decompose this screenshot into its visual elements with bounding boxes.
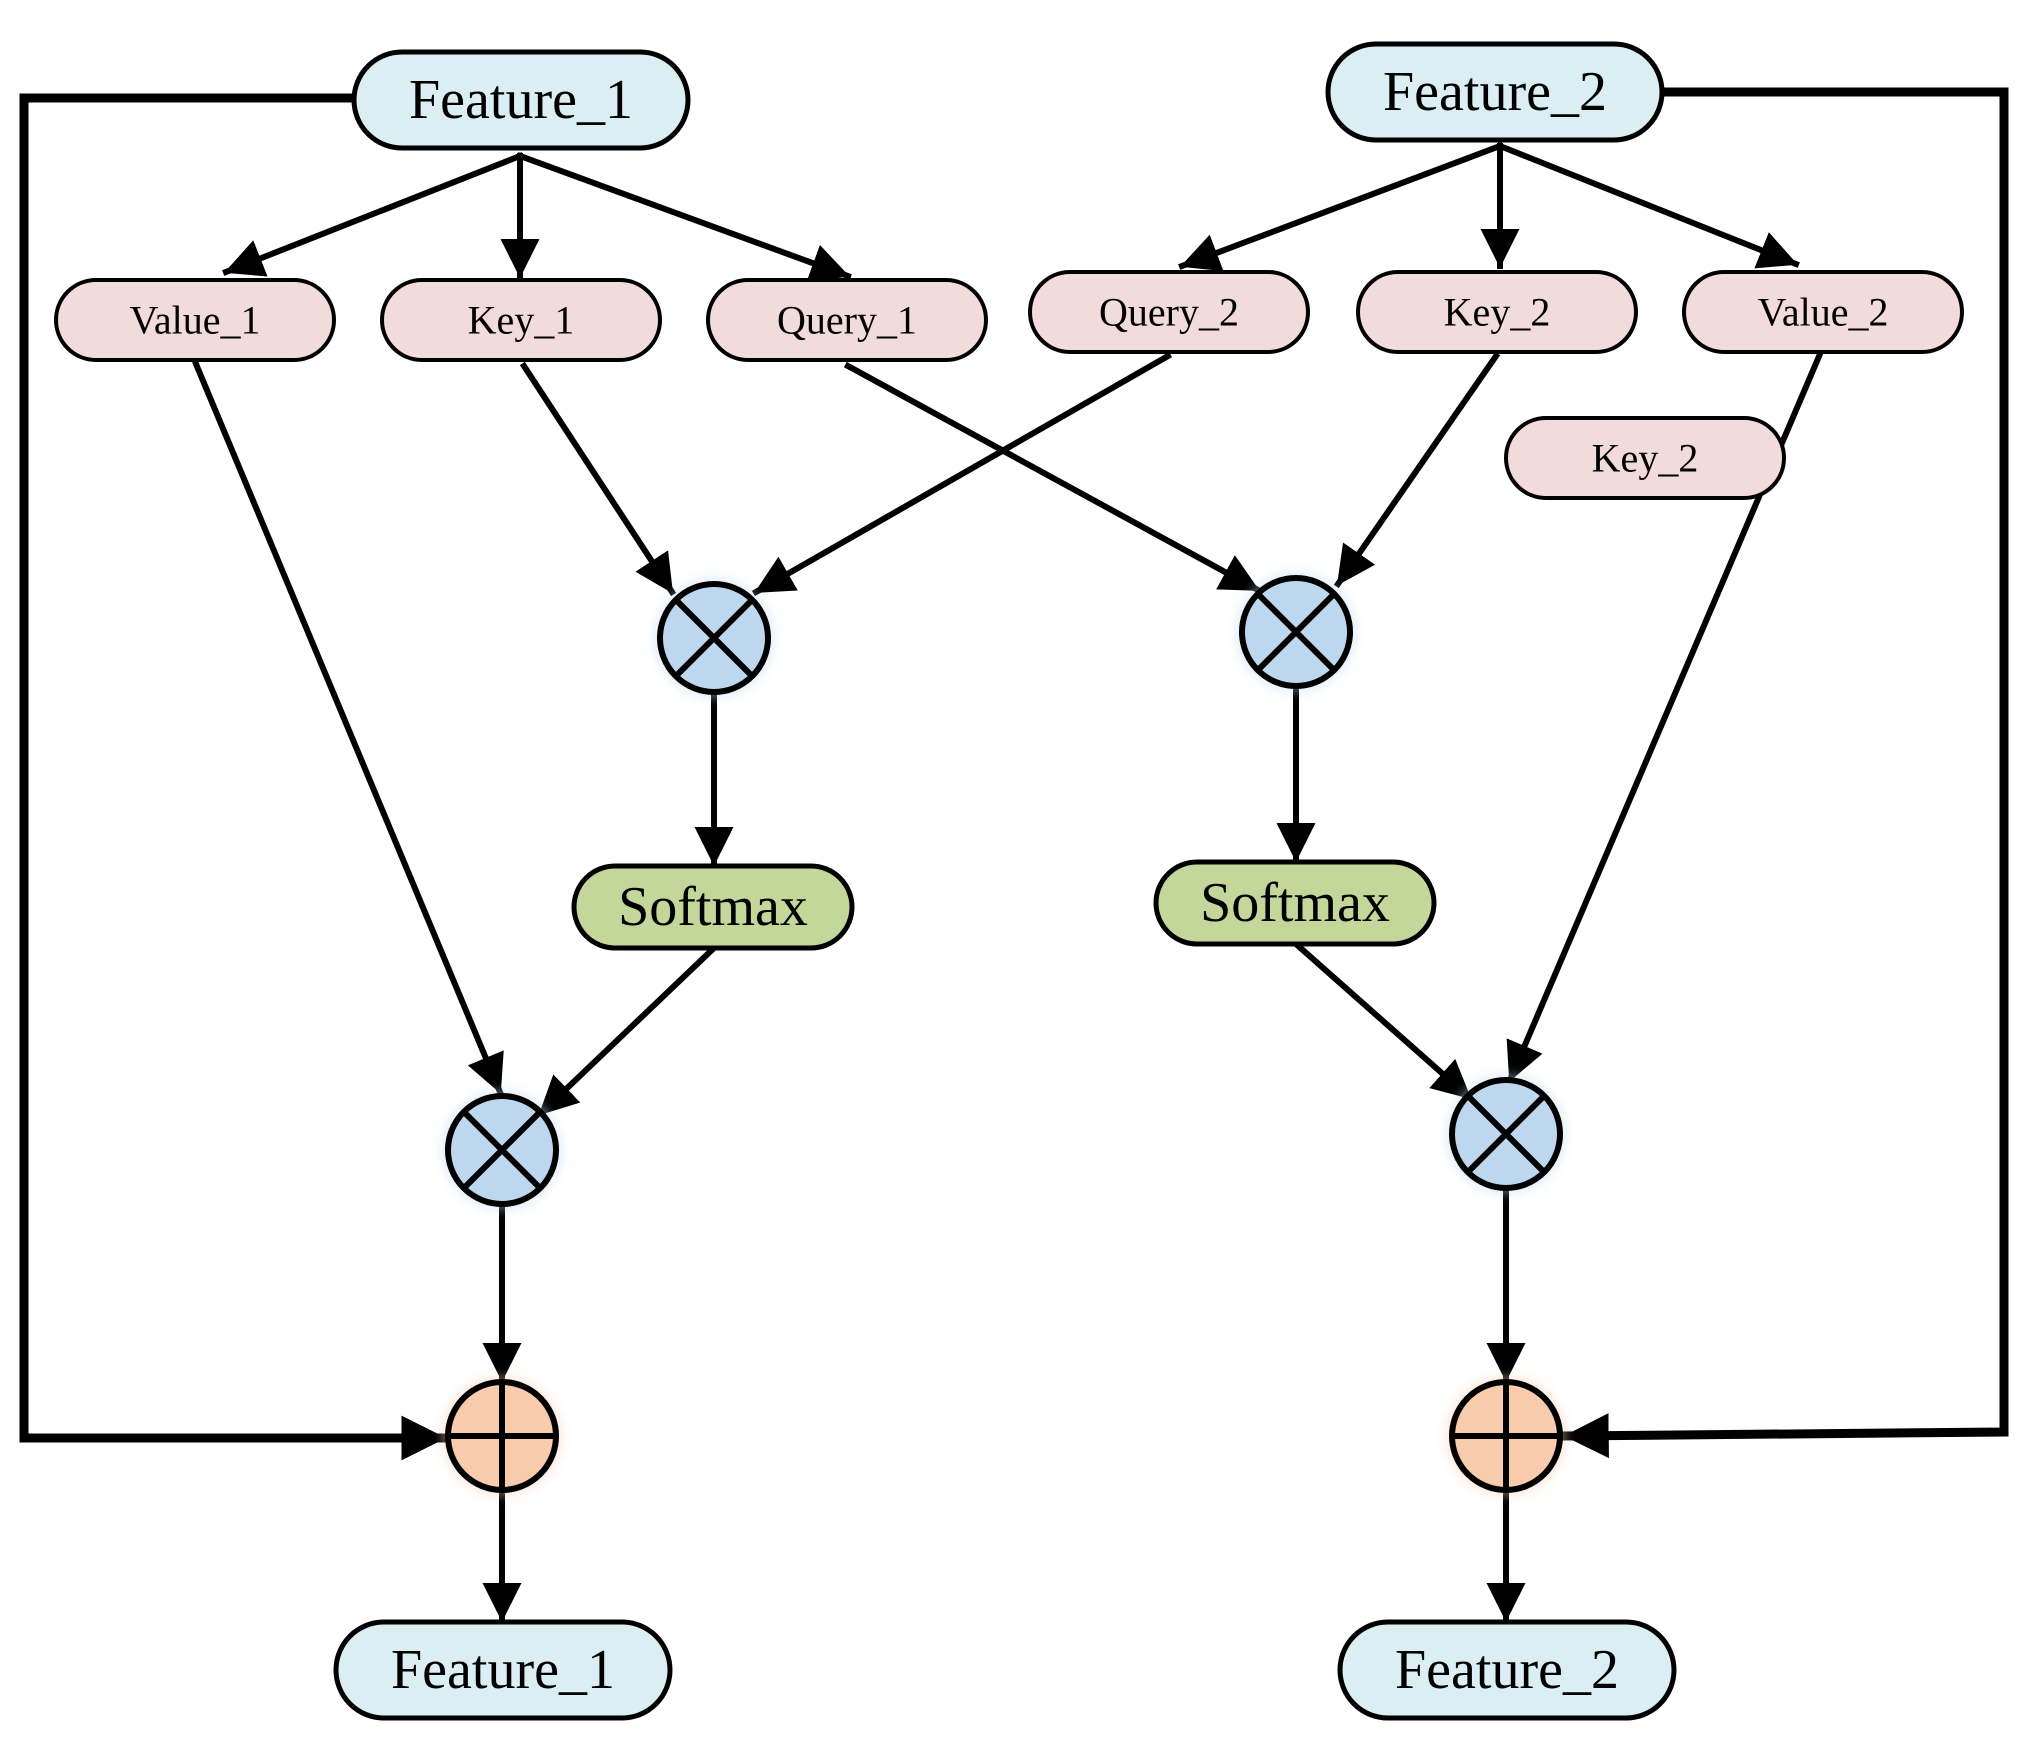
key-2-extra-label: Key_2 (1592, 436, 1699, 481)
node-value-2: Value_2 (1682, 270, 1964, 354)
key-2-box (1356, 270, 1638, 354)
feature-1-in-label: Feature_1 (409, 69, 633, 131)
multiply-4-icon (1446, 1074, 1566, 1194)
value-2-label: Value_2 (1757, 290, 1888, 335)
feature-2-out-box (1337, 1619, 1677, 1721)
multiply-4-stroke-b (1465, 1093, 1547, 1175)
value-1-label: Value_1 (129, 298, 260, 343)
node-feature-2-out: Feature_2 (1337, 1619, 1677, 1721)
multiply-3-icon (442, 1090, 562, 1210)
connections (19, 87, 2009, 1623)
query-1-label: Query_1 (777, 298, 917, 343)
edge-feature1-value1 (222, 152, 524, 277)
edge-key1-mul1 (519, 361, 677, 597)
value-1-box (54, 278, 336, 362)
node-softmax-1: Softmax (571, 863, 855, 951)
node-key-2-extra: Key_2 (1504, 416, 1786, 500)
feature-1-out-box (333, 1619, 673, 1721)
multiply-1-stroke-b (673, 597, 755, 679)
feature-2-in-label: Feature_2 (1383, 61, 1607, 123)
feature-1-in-box (351, 49, 691, 151)
node-query-1: Query_1 (706, 278, 988, 362)
key-1-label: Key_1 (468, 298, 575, 343)
node-feature-1-out: Feature_1 (333, 1619, 673, 1721)
edge-feature2-value2 (1496, 142, 1800, 269)
softmax-2-box (1153, 859, 1437, 947)
edge-value1-mul3 (192, 360, 504, 1096)
softmax-2-label: Softmax (1200, 872, 1390, 934)
edge-key2-mul2 (1333, 351, 1501, 589)
key-1-box (380, 278, 662, 362)
node-feature-1-in: Feature_1 (351, 49, 691, 151)
feature-2-in-box (1325, 41, 1665, 143)
value-2-box (1682, 270, 1964, 354)
softmax-1-label: Softmax (618, 876, 808, 938)
add-1-icon (442, 1376, 562, 1496)
multiply-2-icon (1236, 572, 1356, 692)
feature-1-out-label: Feature_1 (391, 1639, 615, 1701)
multiply-1-icon (654, 578, 774, 698)
multiply-2-stroke-b (1255, 591, 1337, 673)
multiply-3-stroke-b (461, 1109, 543, 1191)
edge-feature1-query1 (516, 152, 852, 282)
node-key-1: Key_1 (380, 278, 662, 362)
softmax-1-box (571, 863, 855, 951)
query-2-box (1028, 270, 1310, 354)
feature-2-out-label: Feature_2 (1395, 1639, 1619, 1701)
query-2-label: Query_2 (1099, 290, 1239, 335)
query-1-box (706, 278, 988, 362)
edge-query2-mul1 (751, 351, 1173, 597)
node-value-1: Value_1 (54, 278, 336, 362)
edge-softmax2-mul4 (1291, 939, 1475, 1103)
edge-residual-feature1 (19, 93, 449, 1461)
node-key-2: Key_2 (1356, 270, 1638, 354)
node-feature-2-in: Feature_2 (1325, 41, 1665, 143)
edge-query1-mul2 (843, 361, 1263, 595)
edge-feature2-query2 (1178, 142, 1504, 272)
key-2-extra-box (1504, 416, 1786, 500)
add-2-icon (1446, 1376, 1566, 1496)
node-query-2: Query_2 (1028, 270, 1310, 354)
edge-residual-feature2 (1561, 87, 2009, 1459)
node-softmax-2: Softmax (1153, 859, 1437, 947)
edge-softmax1-mul3 (535, 943, 719, 1119)
key-2-label: Key_2 (1444, 290, 1551, 335)
